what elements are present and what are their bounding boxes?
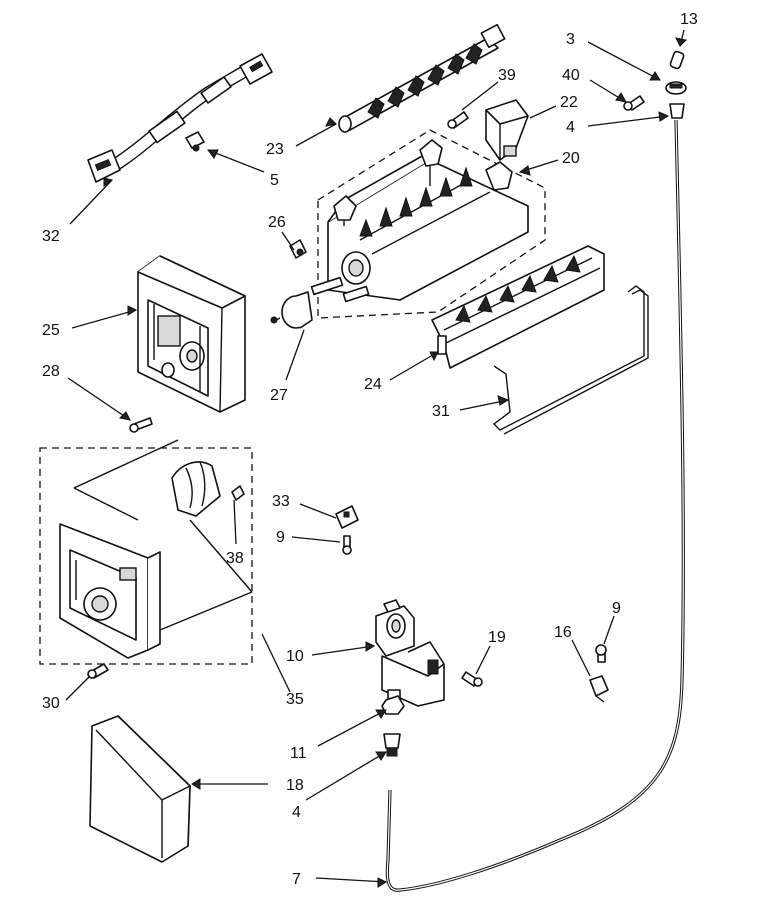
screw-40 — [623, 95, 645, 111]
callout-5: 5 — [270, 172, 279, 189]
screw-39 — [447, 111, 469, 129]
callout-19: 19 — [488, 629, 506, 646]
callout-11: 11 — [290, 745, 307, 762]
motor-housing-38 — [171, 461, 245, 517]
callout-4-lower: 4 — [292, 804, 301, 821]
callout-31: 31 — [432, 403, 450, 420]
callout-20: 20 — [562, 150, 580, 167]
bracket-33 — [335, 505, 359, 529]
callout-35: 35 — [286, 691, 304, 708]
screw-9a — [342, 535, 352, 555]
callout-22: 22 — [560, 94, 578, 111]
callout-39: 39 — [498, 67, 516, 84]
water-tube — [385, 119, 685, 892]
compression-nut — [381, 695, 405, 715]
callout-13: 13 — [680, 11, 698, 28]
callout-23: 23 — [266, 141, 284, 158]
screw-9b — [595, 644, 607, 663]
control-subassembly-box — [39, 447, 253, 665]
harness-clip — [185, 131, 205, 152]
ice-mold-assembly — [310, 129, 546, 319]
mold-cover-strip — [431, 245, 605, 369]
callout-38: 38 — [226, 550, 244, 567]
control-housing — [137, 255, 246, 413]
tube-insert-upper — [669, 103, 685, 119]
leader-lines — [65, 29, 685, 883]
front-cover — [89, 715, 191, 863]
tube-insert-lower — [383, 733, 401, 757]
screw-19 — [461, 671, 483, 687]
callout-9-left: 9 — [276, 529, 285, 546]
callout-28: 28 — [42, 363, 60, 380]
callout-40: 40 — [562, 67, 580, 84]
callout-27: 27 — [270, 387, 288, 404]
callout-24: 24 — [364, 376, 382, 393]
shutoff-arm — [492, 285, 649, 435]
tube-clip-16 — [589, 675, 609, 703]
callout-16: 16 — [554, 624, 572, 641]
callout-3: 3 — [566, 31, 575, 48]
callout-10: 10 — [286, 648, 304, 665]
screw-28 — [129, 417, 153, 433]
callout-33: 33 — [272, 493, 290, 510]
tube-end-13 — [669, 50, 685, 70]
thermostat-clip — [289, 239, 307, 259]
motor-module — [270, 291, 313, 329]
callout-9-right: 9 — [612, 600, 621, 617]
ejector-arm — [338, 23, 506, 133]
leader-arrowheads — [103, 37, 688, 888]
wiring-diamond — [73, 439, 253, 631]
callout-30: 30 — [42, 695, 60, 712]
screw-30 — [87, 663, 109, 679]
callout-26: 26 — [268, 214, 286, 231]
wiring-harness — [87, 53, 273, 183]
callout-18: 18 — [286, 777, 304, 794]
callout-labels: 13 3 40 4 39 22 23 20 5 32 26 25 27 24 2… — [42, 11, 698, 888]
callout-7: 7 — [292, 871, 301, 888]
callout-4-upper: 4 — [566, 119, 575, 136]
tube-fitting-3 — [665, 81, 687, 95]
fill-cup — [485, 99, 529, 161]
callout-25: 25 — [42, 322, 60, 339]
callout-32: 32 — [42, 228, 60, 245]
water-valve — [375, 599, 445, 707]
control-base-plate — [59, 523, 161, 659]
